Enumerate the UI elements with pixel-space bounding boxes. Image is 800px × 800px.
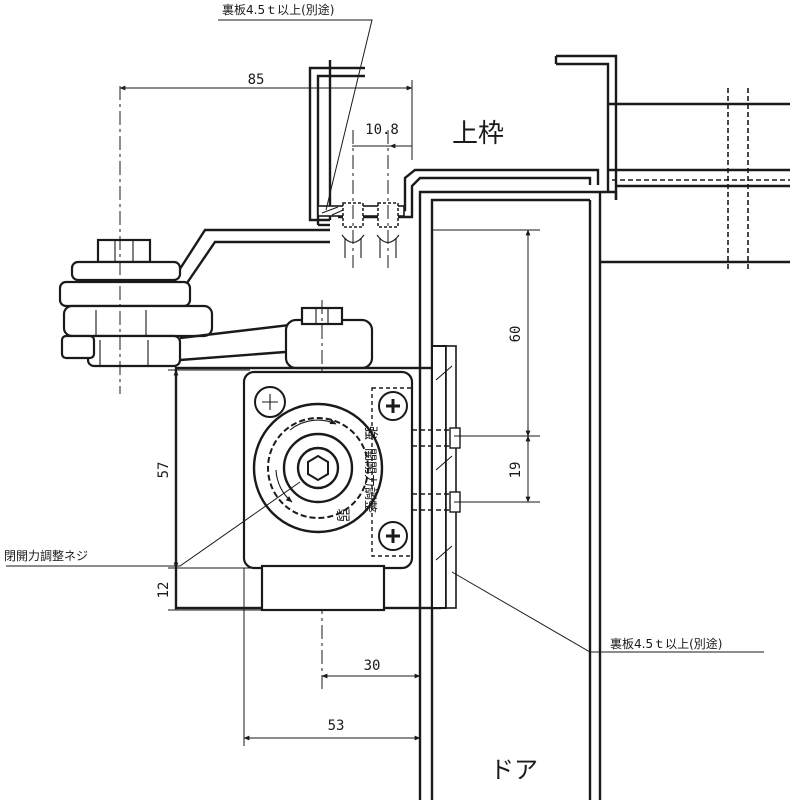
- dim-60: 60: [508, 326, 524, 343]
- leader-lines: [6, 19, 764, 653]
- label-back-plate-top: 裏板4.5ｔ以上(別途): [222, 2, 334, 17]
- dim-53: 53: [328, 718, 345, 734]
- dim-85: 85: [248, 72, 265, 88]
- mounting-screws: [371, 387, 461, 557]
- dim-30: 30: [364, 658, 381, 674]
- dim-12: 12: [156, 582, 172, 599]
- dial-label-adjust: 開閉力調整: [362, 448, 377, 513]
- dial-label-strong: 強: [362, 426, 378, 440]
- label-door: ドア: [490, 756, 538, 784]
- label-upper-frame: 上枠: [452, 119, 504, 149]
- wall-frame: [600, 88, 790, 272]
- arm-assembly: [58, 86, 374, 690]
- dimension-lines: [119, 80, 540, 746]
- phillips-screw-icon: [254, 386, 286, 418]
- label-back-plate-bottom: 裏板4.5ｔ以上(別途): [610, 636, 722, 651]
- frame-bolts: [341, 130, 400, 268]
- dim-19: 19: [508, 462, 524, 479]
- label-adjust-screw: 閉開力調整ネジ: [4, 548, 88, 563]
- dial-label-weak: 弱: [334, 508, 350, 522]
- adjustment-dial: [252, 402, 384, 534]
- dim-10-8: 10.8: [365, 122, 399, 138]
- dim-57: 57: [156, 462, 172, 479]
